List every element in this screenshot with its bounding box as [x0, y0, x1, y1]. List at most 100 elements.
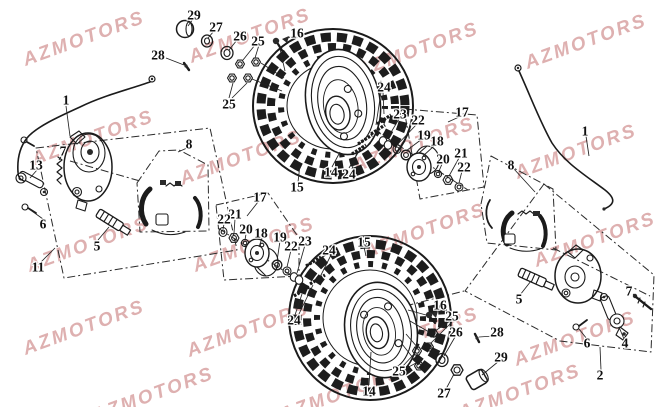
- watermark-text: AZMOTORS: [183, 298, 312, 362]
- part-label-24: 24: [287, 313, 301, 328]
- part-label-20: 20: [436, 152, 450, 167]
- top-rim: [304, 48, 382, 156]
- arrowhead: [431, 311, 438, 318]
- part-label-22: 22: [457, 160, 471, 175]
- left-brake-plate: [63, 130, 113, 212]
- part-label-8: 8: [508, 158, 515, 173]
- watermark-text: AZMOTORS: [28, 106, 157, 170]
- lug-hole: [383, 302, 393, 311]
- top-wheel: [251, 28, 414, 184]
- box-8-right: [480, 155, 557, 251]
- part-label-13: 13: [29, 158, 43, 173]
- wheel-stud: [351, 143, 367, 156]
- arrowhead: [282, 36, 289, 43]
- part-label-7: 7: [60, 144, 67, 159]
- right-brake-plate: [554, 244, 603, 304]
- part-label-28: 28: [151, 48, 165, 63]
- part-label-20: 20: [239, 222, 253, 237]
- dust-cap: [175, 19, 195, 39]
- part-label-6: 6: [40, 217, 47, 232]
- nut-21: [442, 175, 454, 185]
- part-label-4: 4: [622, 336, 629, 351]
- box-17-bottom: [215, 192, 300, 281]
- spring-7: [56, 156, 63, 185]
- lug-hole: [394, 339, 403, 348]
- washer-22b: [282, 266, 292, 276]
- watermark-text: AZMOTORS: [88, 363, 217, 407]
- nut-25: [226, 57, 262, 83]
- ring-20: [433, 169, 443, 179]
- watermark-text: AZMOTORS: [530, 208, 659, 272]
- part-label-17: 17: [253, 190, 267, 205]
- watermark-text: AZMOTORS: [19, 296, 148, 360]
- watermark-text: AZMOTORS: [19, 7, 148, 71]
- part-label-27: 27: [437, 386, 451, 401]
- brake-camshaft-5: [517, 267, 555, 291]
- watermark-text: AZMOTORS: [511, 120, 640, 184]
- lug-hole: [343, 84, 352, 94]
- part-label-18: 18: [430, 134, 444, 149]
- wheel-stud: [370, 123, 386, 136]
- part-label-1: 1: [582, 124, 589, 139]
- part-label-14: 14: [324, 165, 338, 180]
- brake-cables: [17, 64, 614, 211]
- right-brake-assembly: [517, 244, 653, 341]
- axis-left-assembly: [69, 160, 141, 182]
- part-label-6: 6: [584, 336, 591, 351]
- wheel-stud: [293, 285, 310, 298]
- left-brake-shoes: [138, 180, 203, 236]
- spacer-23: [378, 136, 393, 150]
- part-label-7: 7: [626, 284, 633, 299]
- part-label-2: 2: [597, 368, 604, 383]
- part-label-24: 24: [377, 80, 391, 95]
- right-brake-shoes: [485, 199, 548, 252]
- wheel-stud: [305, 255, 322, 268]
- wheel-stud: [309, 273, 326, 286]
- watermark-text: AZMOTORS: [521, 10, 650, 74]
- part-label-21: 21: [454, 146, 468, 161]
- ring-26: [435, 352, 449, 368]
- part-label-15: 15: [357, 235, 371, 250]
- part-label-21: 21: [228, 207, 242, 222]
- wheel-stud: [376, 113, 392, 126]
- right-brake-cable: [514, 64, 614, 211]
- nut-25: [411, 328, 439, 371]
- valve-stem-16: [272, 37, 285, 54]
- washer-22b: [454, 182, 464, 192]
- part-label-25: 25: [251, 34, 265, 49]
- valve-stem-16: [425, 311, 437, 325]
- watermark-text: AZMOTORS: [360, 199, 489, 263]
- part-label-24: 24: [322, 243, 336, 258]
- leader-lines: [28, 18, 643, 390]
- part-label-11: 11: [32, 260, 45, 275]
- part-label-29: 29: [494, 350, 508, 365]
- ring-26: [220, 45, 234, 61]
- part-label-16: 16: [433, 298, 447, 313]
- part-label-26: 26: [233, 29, 247, 44]
- bearing-19: [400, 149, 412, 161]
- brake-camshaft-5: [95, 208, 132, 236]
- bolt-6: [572, 319, 588, 331]
- top-hub-chain: [351, 113, 464, 192]
- box-2: [464, 183, 655, 353]
- hub-18: [244, 238, 279, 277]
- box-11: [35, 127, 238, 279]
- castle-nut-27: [450, 364, 464, 376]
- box-8-left: [136, 149, 210, 233]
- brake-lever-4: [599, 292, 629, 341]
- lug-hole: [354, 109, 363, 118]
- part-label-23: 23: [393, 107, 407, 122]
- wheel-stud: [357, 133, 373, 146]
- part-label-28: 28: [490, 325, 504, 340]
- part-label-16: 16: [290, 26, 304, 41]
- part-label-25: 25: [445, 309, 459, 324]
- spacer-23: [289, 272, 304, 285]
- part-label-22: 22: [217, 212, 231, 227]
- washer-27: [200, 34, 214, 48]
- part-label-26: 26: [449, 325, 463, 340]
- cotter-pin-28: [473, 332, 481, 344]
- part-label-19: 19: [273, 230, 287, 245]
